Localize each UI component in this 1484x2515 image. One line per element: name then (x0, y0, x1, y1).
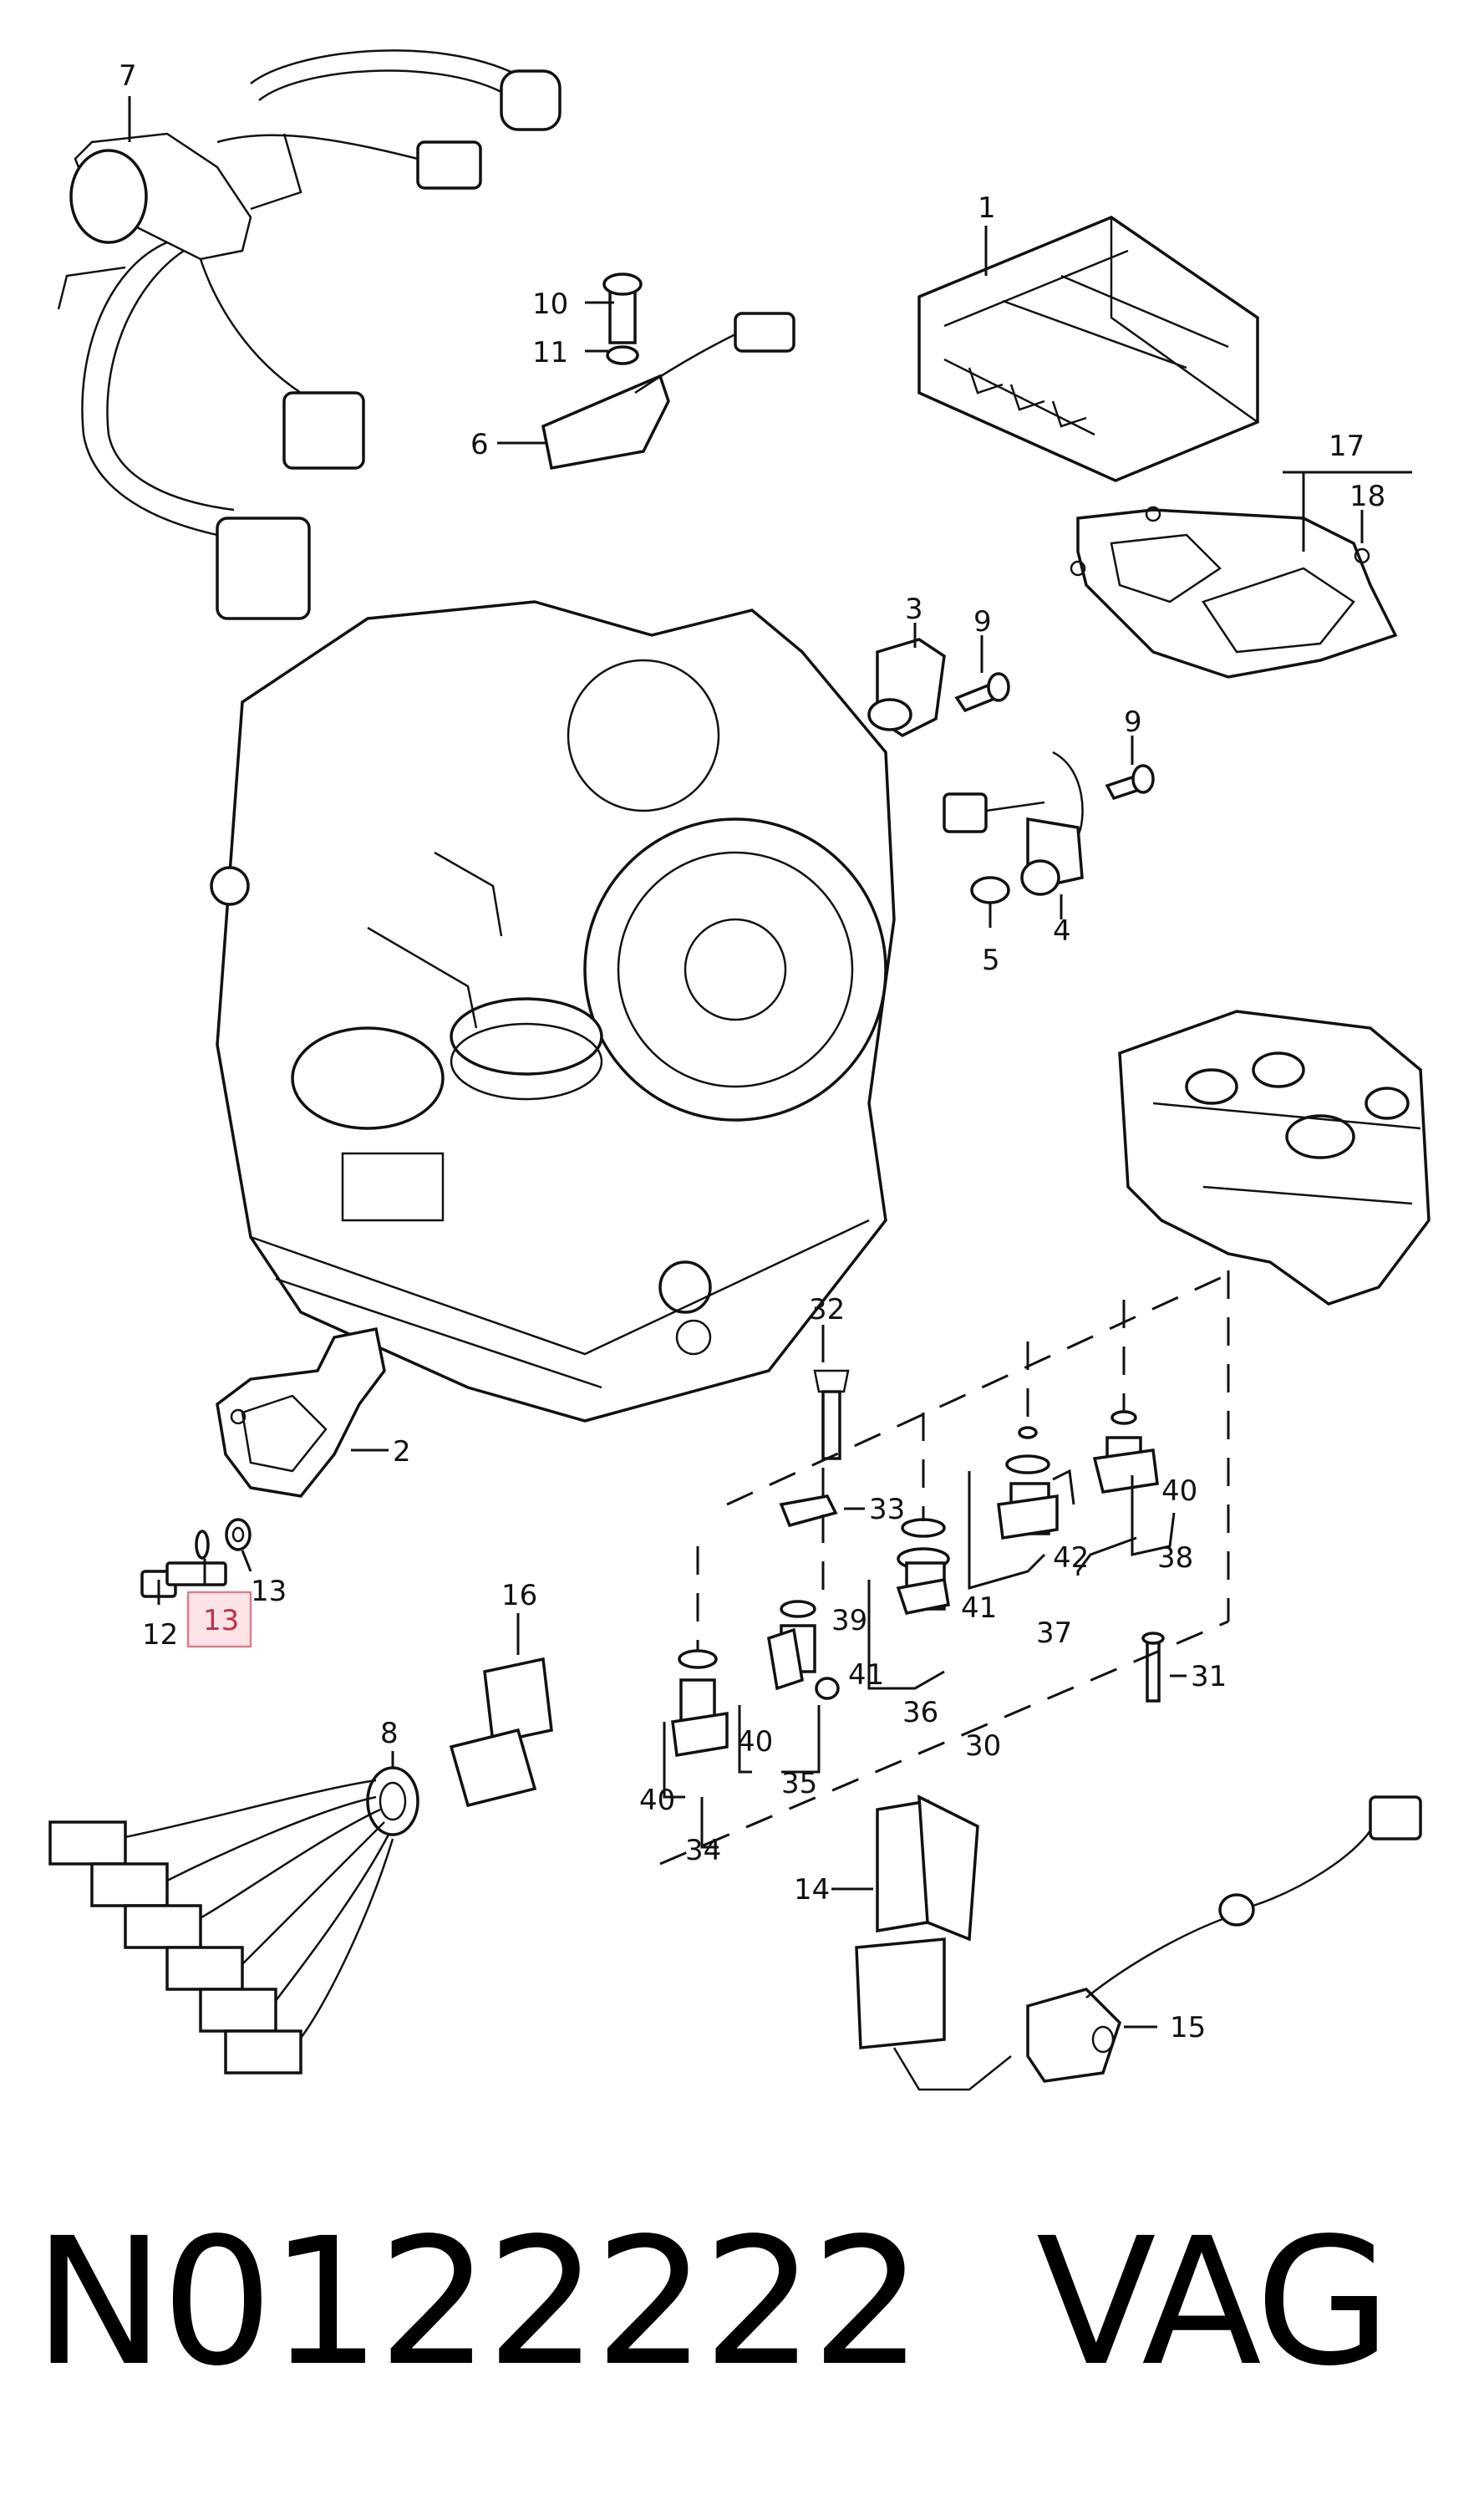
callout-40-c: 40 (639, 1784, 675, 1817)
callout-12: 12 (142, 1618, 178, 1652)
callout-9-b: 9 (1124, 705, 1142, 739)
callout-5: 5 (982, 944, 1000, 977)
callout-7: 7 (119, 59, 137, 93)
leader-lines (128, 96, 1412, 2029)
callout-16: 15 (1170, 2011, 1206, 2044)
transmission-housing-drawing (210, 600, 896, 1423)
callout-15: 14 (794, 1873, 830, 1907)
callout-34: 34 (685, 1834, 721, 1867)
part-number-text: N0122222 (33, 2200, 922, 2405)
callout-35: 35 (781, 1767, 817, 1800)
callout-40-b: 40 (737, 1725, 773, 1759)
callout-39: 39 (831, 1604, 867, 1637)
callout-1: 1 (978, 191, 996, 225)
footer-caption: N0122222 VAG (0, 2190, 1484, 2441)
solenoid-valves-drawing (671, 1369, 1165, 1758)
callout-11: 11 (532, 336, 568, 369)
valve-body-drawing (1118, 1010, 1431, 1306)
callout-36: 36 (902, 1696, 938, 1729)
callout-42: 42 (1053, 1541, 1089, 1575)
callout-8: 8 (380, 1717, 399, 1750)
cover-plate-drawing (216, 1326, 386, 1498)
callout-32: 32 (809, 1293, 845, 1326)
callout-41-b: 41 (961, 1591, 997, 1625)
callout-30: 30 (965, 1729, 1001, 1763)
callout-2: 2 (393, 1435, 411, 1469)
callout-4: 4 (1053, 914, 1071, 948)
callout-19: 18 (1349, 480, 1385, 513)
callout-3: 3 (905, 593, 923, 626)
callout-6: 6 (470, 428, 489, 461)
callout-41-a: 41 (848, 1658, 884, 1692)
highlight-box (186, 1591, 252, 1648)
callout-37: 37 (1036, 1616, 1072, 1650)
dashed-assembly-lines (659, 1269, 1238, 1866)
callout-labels: 7 1 10 11 6 17 18 3 9 9 4 5 2 12 13 13 1… (119, 59, 1385, 2044)
callout-38: 38 (1157, 1541, 1193, 1575)
speed-sensors-drawing (867, 638, 1155, 904)
callout-17: 16 (501, 1579, 537, 1612)
brand-text: VAG (1036, 2200, 1391, 2405)
callout-9-a: 9 (973, 605, 992, 639)
control-unit-drawing (917, 216, 1259, 482)
callout-18: 17 (1329, 430, 1365, 463)
callout-13-highlighted: 13 (203, 1604, 239, 1637)
bracket-plate-drawing (1070, 506, 1398, 679)
shaft-sensor-drawing (855, 1795, 1422, 2091)
callout-40-a: 40 (1161, 1474, 1197, 1508)
callout-31: 31 (1191, 1660, 1227, 1693)
callout-10: 10 (532, 288, 568, 321)
callout-14: 13 (251, 1575, 287, 1608)
callout-33: 33 (869, 1493, 905, 1526)
wiring-harness-drawing (57, 49, 562, 620)
small-fasteners-drawing (140, 1518, 252, 1598)
connector-loom-drawing (48, 1657, 553, 2075)
sensor-bracket-drawing (541, 272, 795, 471)
